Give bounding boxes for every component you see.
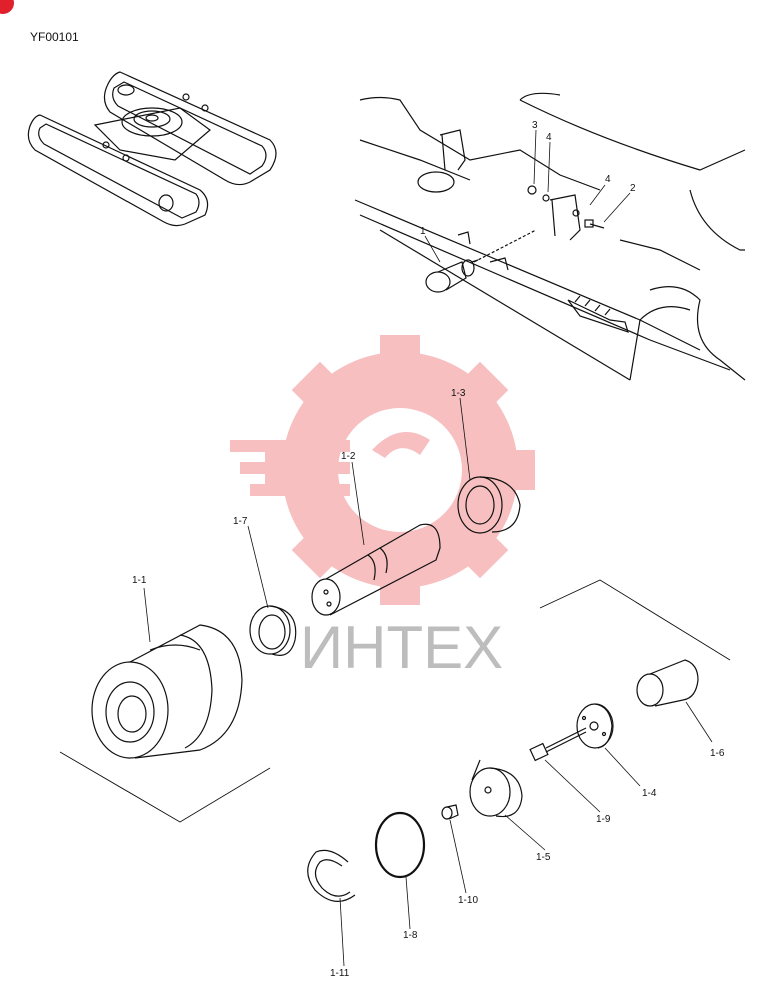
callout-top-4b: 4: [605, 174, 611, 185]
part-cover-plate: [576, 703, 614, 749]
watermark-gear-logo: [230, 335, 535, 605]
callout-1-8: 1-8: [403, 930, 418, 941]
corner-marker: [0, 0, 14, 14]
part-shaft: [311, 523, 441, 616]
part-collar: [469, 759, 523, 818]
part-bushing: [457, 476, 521, 534]
callout-1-6: 1-6: [710, 748, 725, 759]
callout-1-3: 1-3: [451, 388, 466, 399]
callout-top-3: 3: [532, 120, 538, 131]
callout-1-2: 1-2: [341, 451, 356, 462]
part-leader-lines: [143, 397, 713, 967]
callout-1-9: 1-9: [596, 814, 611, 825]
group-bracket-right: [539, 579, 731, 661]
callout-1-1: 1-1: [132, 575, 147, 586]
part-sleeve: [636, 659, 699, 707]
part-snap-ring: [307, 849, 356, 902]
diagram-code: YF00101: [30, 30, 79, 44]
callout-1-11: 1-11: [330, 968, 350, 979]
part-plug: [441, 804, 459, 820]
watermark-text: ИНТЕХ: [300, 614, 503, 681]
callout-1-7: 1-7: [233, 516, 248, 527]
undercarriage-thumbnail: [27, 71, 277, 227]
callout-1-5: 1-5: [536, 852, 551, 863]
part-floating-seal: [249, 605, 297, 656]
group-bracket-left: [59, 751, 271, 823]
part-bolt: [529, 727, 587, 762]
part-o-ring: [374, 811, 426, 879]
callout-top-1: 1: [420, 226, 426, 237]
upper-leader-lines: [424, 129, 631, 263]
callout-top-4a: 4: [546, 132, 552, 143]
track-frame-installation-view: [354, 92, 746, 381]
callout-top-2: 2: [630, 183, 636, 194]
callout-1-4: 1-4: [642, 788, 657, 799]
callout-1-10: 1-10: [458, 895, 478, 906]
part-roller-body: [91, 624, 243, 759]
